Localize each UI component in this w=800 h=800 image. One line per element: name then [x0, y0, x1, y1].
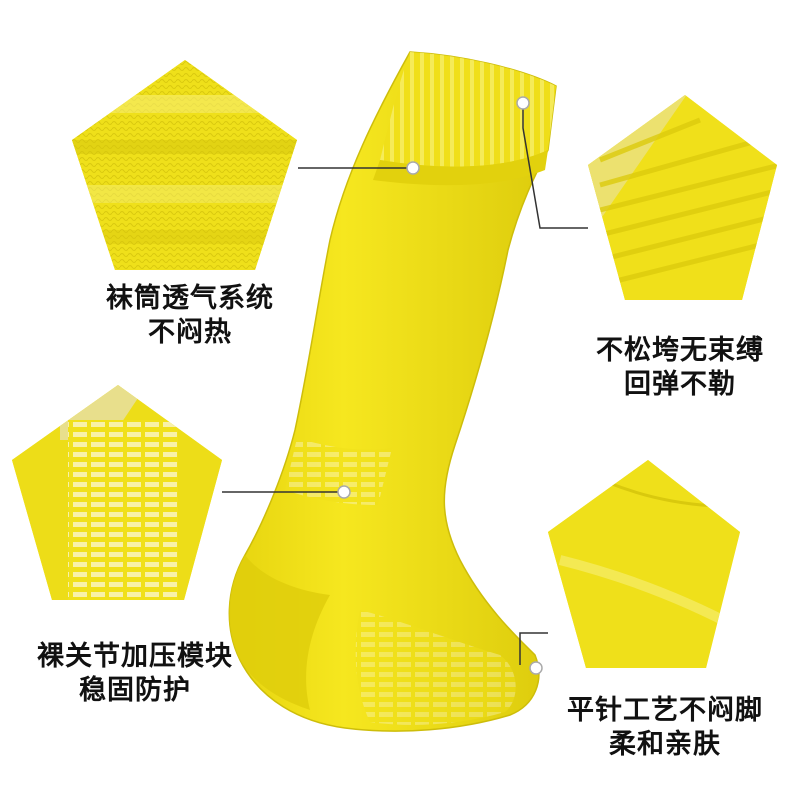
- caption-calf-line2: 不闷热: [148, 317, 232, 348]
- caption-toe-flat-stitch: 平针工艺不闷脚 柔和亲肤: [550, 694, 780, 762]
- caption-ankle-line2: 稳固防护: [79, 675, 191, 706]
- callout-line-cuff: [522, 103, 588, 229]
- caption-toe-line1: 平针工艺不闷脚: [567, 695, 763, 726]
- sock-ankle-band: [285, 438, 392, 505]
- callout-dots: [337, 96, 543, 675]
- detail-toe-stitch: [548, 460, 740, 668]
- detail-calf-knit: [72, 60, 297, 270]
- sock-heel: [229, 555, 330, 710]
- callout-line-toe: [519, 632, 548, 665]
- caption-ankle-compression: 裸关节加压模块 稳固防护: [20, 640, 250, 708]
- caption-calf-breathable: 袜筒透气系统 不闷热: [90, 282, 290, 350]
- caption-cuff-line1: 不松垮无束缚: [596, 335, 764, 366]
- sock-body: [228, 51, 557, 732]
- caption-ankle-line1: 裸关节加压模块: [37, 641, 233, 672]
- sock: [228, 51, 557, 732]
- detail-ankle-grid: [12, 385, 222, 600]
- callout-dot-toe: [529, 661, 543, 675]
- caption-calf-line1: 袜筒透气系统: [106, 283, 274, 314]
- callout-dot-calf: [406, 161, 420, 175]
- sock-foot-terry: [355, 610, 516, 725]
- callout-dot-ankle: [337, 485, 351, 499]
- callout-dot-cuff: [516, 96, 530, 110]
- caption-toe-line2: 柔和亲肤: [609, 729, 721, 760]
- caption-cuff-elastic: 不松垮无束缚 回弹不勒: [575, 334, 785, 402]
- detail-cuff-ribs: [588, 95, 777, 300]
- callout-lines: [222, 103, 588, 665]
- sock-cuff: [373, 52, 556, 186]
- caption-cuff-line2: 回弹不勒: [624, 369, 736, 400]
